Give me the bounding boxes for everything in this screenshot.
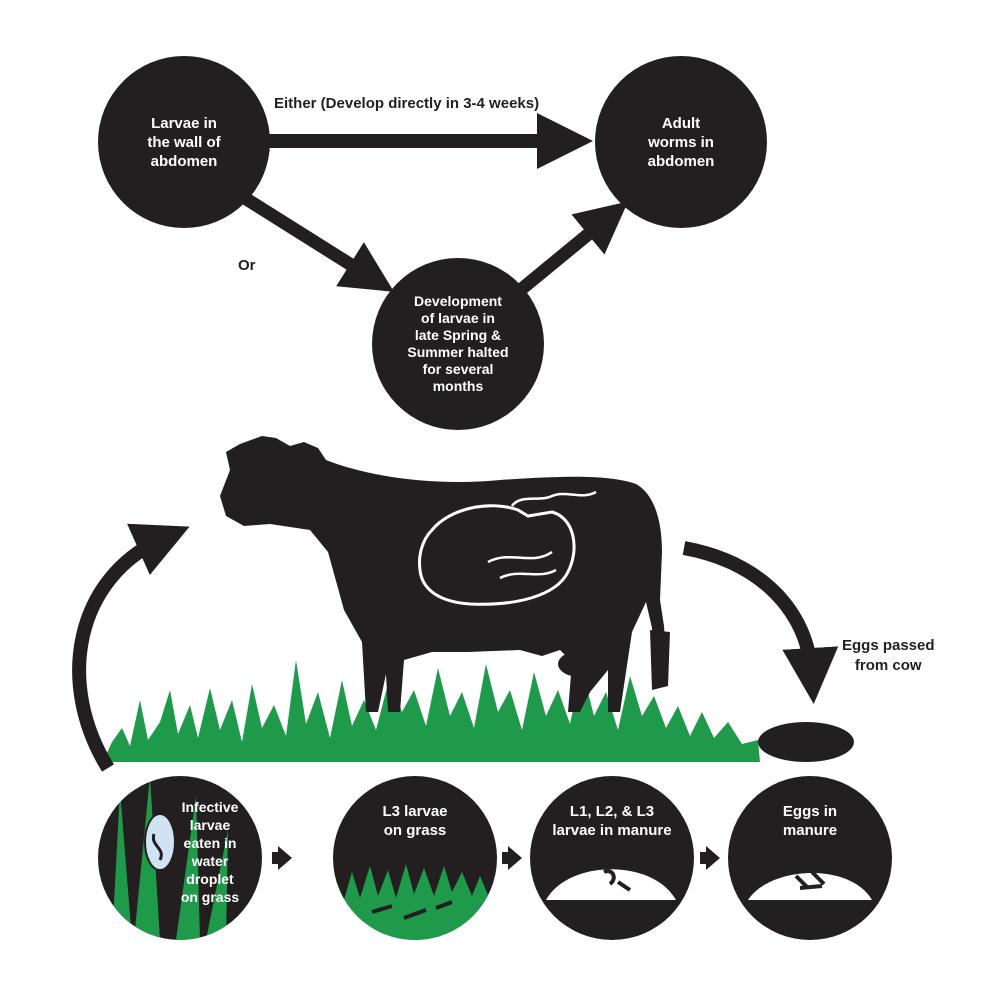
cow-tail-tuft: [650, 630, 670, 690]
larvae-marks: [603, 869, 632, 892]
label-eggs-in-manure: Eggs in manure: [782, 803, 838, 839]
worm-wave-2: [487, 550, 553, 564]
grass-in-circle: [333, 864, 497, 940]
water-droplet: [144, 813, 176, 871]
manure-pile: [758, 722, 854, 762]
node-adult-worms: Adult worms in abdomen: [595, 56, 767, 228]
egg-marks: [794, 870, 826, 890]
node-halted: Development of larvae in late Spring & S…: [372, 258, 544, 430]
node-halted-label: Development of larvae in late Spring & S…: [407, 293, 509, 394]
grass-strip: [103, 660, 760, 762]
cow-silhouette: [220, 436, 668, 712]
node-adult-worms-label: Adult worms in abdomen: [647, 114, 715, 170]
label-either: Either (Develop directly in 3-4 weeks): [274, 95, 540, 112]
worm-wave-3: [499, 568, 557, 580]
cow-stomach-outline: [418, 504, 576, 606]
arrow-grass-to-infective: [272, 846, 292, 870]
arrow-eggs-to-larvae: [700, 846, 720, 870]
node-larvae-wall-label: Larvae in the wall of abdomen: [147, 114, 221, 170]
node-larvae-wall: Larvae in the wall of abdomen: [98, 56, 270, 228]
arrow-larvae-to-grass: [502, 846, 522, 870]
arrow-grass-to-cow: [72, 523, 190, 772]
label-or: Or: [238, 257, 256, 274]
arrow-cow-to-manure: [682, 541, 839, 704]
arrow-halted-to-adult: [513, 201, 629, 298]
cow-udder: [558, 651, 602, 677]
arrow-to-halted: [236, 189, 395, 292]
label-eggs-passed: Eggs passed from cow: [842, 637, 935, 674]
label-l3-on-grass: L3 larvae on grass: [382, 803, 448, 839]
node-larvae-in-manure: [530, 776, 694, 940]
worm-wave-1: [510, 490, 597, 507]
node-eggs-in-manure: [728, 776, 892, 940]
label-infective-larvae: Infective larvae eaten in water droplet …: [180, 799, 240, 905]
droplet-larva: [151, 833, 163, 861]
label-larvae-in-manure: L1, L2, & L3 larvae in manure: [552, 803, 672, 839]
